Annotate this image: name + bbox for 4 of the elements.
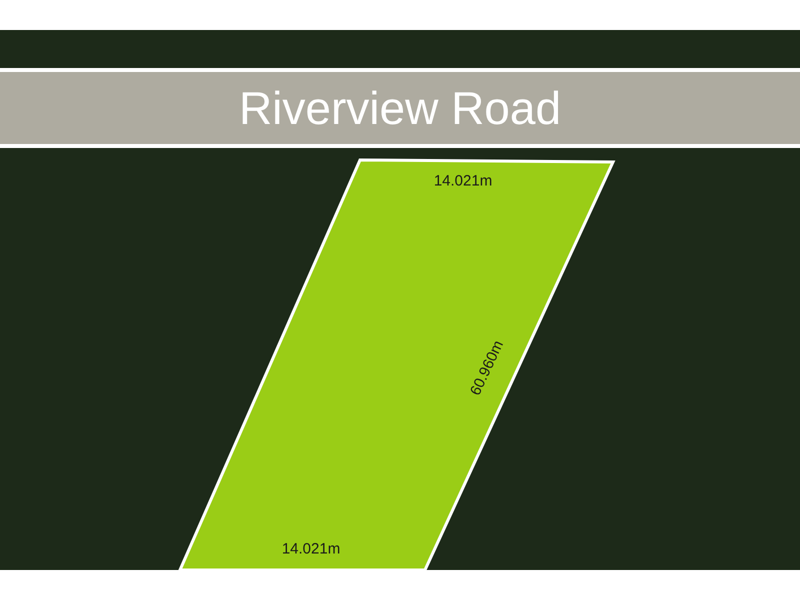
dimension-label: 14.021m: [434, 174, 492, 188]
dimension-label: 14.021m: [282, 542, 340, 556]
road-band: [0, 68, 800, 148]
road-name: Riverview Road: [238, 85, 562, 131]
